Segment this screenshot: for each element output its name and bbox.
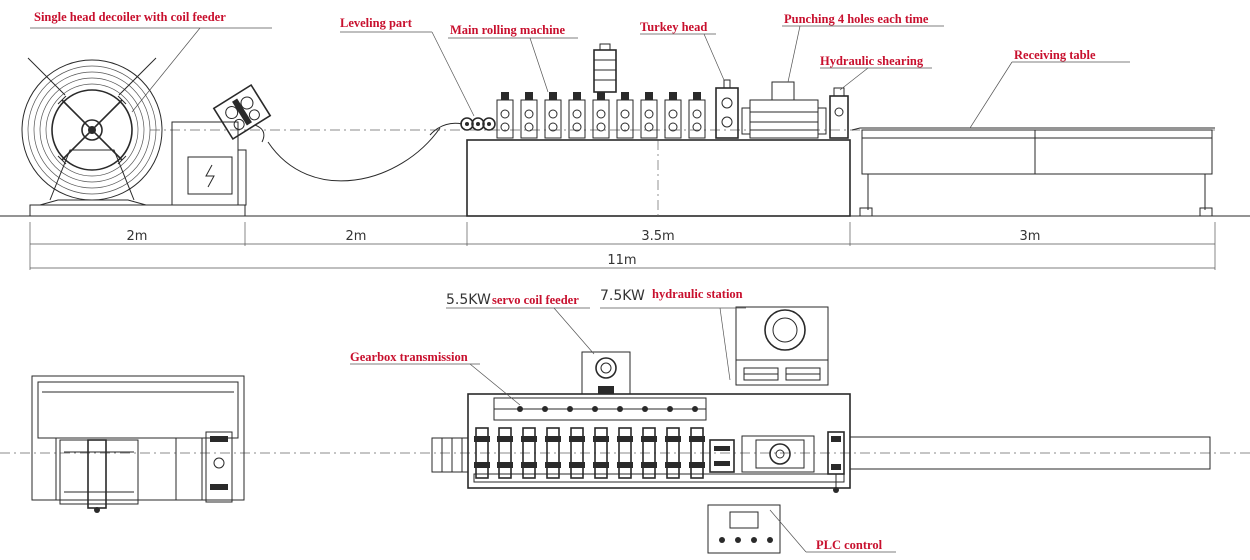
- receiving-table-plan: [849, 436, 1211, 470]
- label-decoiler: Single head decoiler with coil feeder: [34, 10, 226, 24]
- label-servo-feeder: servo coil feeder: [492, 293, 579, 307]
- plan-leaders: [350, 307, 896, 553]
- plc-cabinet: [707, 504, 781, 554]
- dim-seg1: 2m: [127, 229, 148, 244]
- label-plc: PLC control: [816, 538, 883, 552]
- dimension-lines: [29, 222, 1216, 270]
- leveling-unit: [460, 117, 496, 131]
- decoiler-plan: [31, 375, 245, 513]
- servo-power: 5.5KW: [446, 292, 491, 308]
- label-turkey-head: Turkey head: [640, 20, 707, 34]
- label-main-rolling: Main rolling machine: [450, 23, 566, 37]
- label-leveling: Leveling part: [340, 16, 413, 30]
- receiving-table: [851, 127, 1215, 217]
- side-view: 2m 2m 3.5m 3m 11m Single head decoiler w…: [0, 10, 1250, 270]
- coil-feeder-head: [212, 83, 272, 141]
- roller-stands: [496, 92, 706, 139]
- hydraulic-station: [735, 306, 829, 386]
- label-punching: Punching 4 holes each time: [784, 12, 929, 26]
- strip-loop: [267, 127, 441, 182]
- hydraulic-power: 7.5KW: [600, 288, 645, 304]
- servo-feeder-motor: [581, 351, 631, 395]
- decoiler-unit: [21, 57, 247, 217]
- roller-shafts-plan: [474, 427, 705, 479]
- turkey-head-unit: [715, 79, 739, 139]
- dim-total: 11m: [607, 253, 636, 268]
- entry-guide: [431, 437, 469, 473]
- label-gearbox: Gearbox transmission: [350, 350, 468, 364]
- dim-seg4: 3m: [1020, 229, 1041, 244]
- main-motor: [593, 43, 617, 93]
- hydraulic-shear: [829, 87, 849, 139]
- dim-seg3: 3.5m: [641, 229, 674, 244]
- dim-seg2: 2m: [346, 229, 367, 244]
- label-receiving-table: Receiving table: [1014, 48, 1096, 62]
- label-hydraulic-shearing: Hydraulic shearing: [820, 54, 924, 68]
- label-hydraulic-station: hydraulic station: [652, 287, 743, 301]
- rolling-machine-base: [466, 139, 851, 217]
- punching-press: [741, 81, 827, 139]
- side-leaders: [30, 25, 1130, 129]
- plan-view: 5.5KW servo coil feeder 7.5KW hydraulic …: [0, 287, 1250, 554]
- punch-shear-plan: [709, 431, 845, 493]
